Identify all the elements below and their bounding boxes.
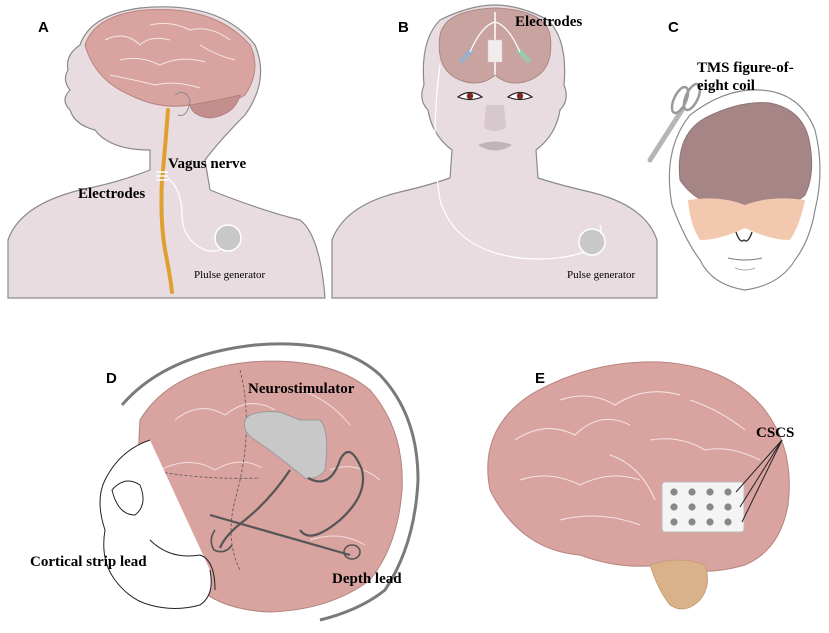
panel-d: D Neurostimulator Cortical strip lead De… [30, 342, 420, 622]
panel-d-suture [230, 369, 247, 571]
panel-c-coil-line2: eight coil [697, 78, 755, 94]
panel-e-gyri [514, 391, 761, 526]
panel-e-brain [487, 361, 790, 572]
panel-c: C TMS figure-of- eight coil [647, 19, 821, 291]
panel-a-lead-wire [167, 177, 226, 252]
panel-d-depth-electrode-icon [343, 544, 361, 560]
panel-a-generator-label: Plulse generator [194, 269, 266, 281]
panel-d-skull-outer [120, 342, 420, 622]
panel-d-gyri [159, 389, 381, 546]
panel-e: E CSCS [487, 361, 794, 610]
panel-b-letter: B [398, 19, 409, 36]
panel-e-pointer-lines [735, 439, 783, 523]
panel-d-depth-lead-2 [209, 513, 351, 557]
panel-b-pulse-generator-icon [578, 228, 606, 256]
panel-c-chin [734, 267, 756, 271]
panel-e-electrode-grid [661, 481, 745, 533]
panel-b: B Electrodes Pulse generator [331, 4, 658, 299]
panel-e-cscs-label: CSCS [756, 425, 794, 441]
panel-c-nose [735, 231, 753, 242]
panel-b-electrodes-label: Electrodes [515, 14, 582, 30]
panel-e-grid-contacts [670, 488, 732, 526]
panel-e-brainstem [649, 559, 708, 610]
panel-e-letter: E [535, 370, 545, 387]
panel-a-ear [174, 91, 191, 116]
panel-a-brain [84, 8, 256, 107]
panel-a-pulse-generator-icon [214, 224, 242, 252]
panel-c-tms-coil-icon [647, 82, 702, 163]
panel-b-generator-label: Pulse generator [567, 269, 635, 281]
panel-c-mouth [727, 257, 763, 261]
panel-a-cerebellum [189, 94, 241, 119]
panel-d-depth-label: Depth lead [332, 571, 402, 587]
panel-b-ventricle [487, 39, 503, 63]
panel-a-gyri [104, 22, 236, 89]
panel-d-neurostimulator-icon [244, 411, 328, 479]
panel-d-strip-electrode-icon [210, 529, 233, 553]
panel-a-electrodes [156, 171, 168, 181]
panel-d-face-outline [99, 439, 212, 609]
panel-a-vagus-nerve [159, 108, 174, 294]
panel-a-electrodes-label: Electrodes [78, 186, 145, 202]
panel-d-strip-lead [218, 469, 291, 549]
panel-b-body [331, 4, 658, 299]
panel-b-mouth [478, 141, 512, 151]
panel-b-lead-top [469, 21, 521, 53]
panel-d-letter: D [106, 370, 117, 387]
panel-b-nose [484, 105, 506, 131]
panel-c-coil-line1: TMS figure-of- [697, 60, 794, 76]
panel-c-face [688, 198, 805, 240]
panel-d-neurostimulator-label: Neurostimulator [248, 381, 355, 397]
panel-b-eyes [456, 91, 534, 101]
panel-d-strip-label: Cortical strip lead [30, 554, 147, 570]
panel-d-jaw [149, 539, 216, 591]
panel-a: A Vagus nerve Electrodes Plulse generato… [7, 6, 326, 299]
panel-c-letter: C [668, 19, 679, 36]
panel-d-depth-lead [299, 450, 365, 537]
panel-a-letter: A [38, 19, 49, 36]
panel-a-vagus-label: Vagus nerve [168, 156, 247, 172]
panel-d-orbit [111, 480, 144, 516]
